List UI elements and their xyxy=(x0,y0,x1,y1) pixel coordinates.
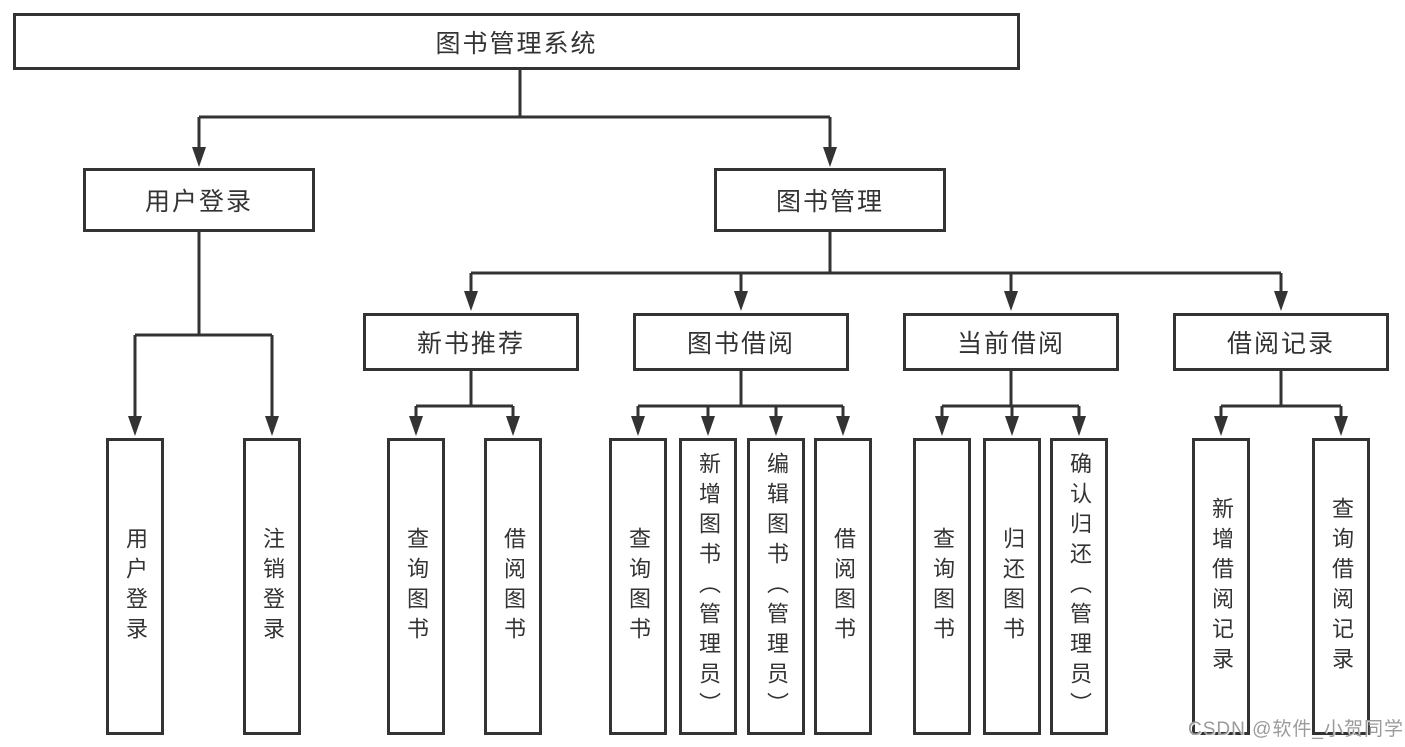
node-borrowing-records-label: 借阅记录 xyxy=(1226,330,1335,358)
leaf-confirm-return-admin: 确认归还（管理员） xyxy=(1050,438,1108,735)
leaf-query-borrow-record-label: 查询借阅记录 xyxy=(1329,496,1354,677)
leaf-borrow-books-borrowing: 借阅图书 xyxy=(814,438,872,735)
leaf-add-borrow-record: 新增借阅记录 xyxy=(1192,438,1250,735)
leaf-add-books-admin-label: 新增图书（管理员） xyxy=(696,451,721,722)
node-user-login: 用户登录 xyxy=(83,168,315,232)
node-root-label: 图书管理系统 xyxy=(435,29,598,58)
leaf-confirm-return-admin-label: 确认归还（管理员） xyxy=(1067,451,1092,722)
leaf-edit-books-admin: 编辑图书（管理员） xyxy=(747,438,805,735)
csdn-watermark: CSDN @软件_小贺同学 xyxy=(1188,719,1404,740)
leaf-borrow-books-recommend-label: 借阅图书 xyxy=(501,526,526,647)
node-book-management-label: 图书管理 xyxy=(775,188,884,216)
leaf-query-books-current-label: 查询图书 xyxy=(930,526,955,647)
node-book-borrowing: 图书借阅 xyxy=(633,313,849,371)
node-new-book-recommendation: 新书推荐 xyxy=(363,313,579,371)
leaf-user-login: 用户登录 xyxy=(106,438,164,735)
node-book-borrowing-label: 图书借阅 xyxy=(686,330,795,358)
leaf-add-books-admin: 新增图书（管理员） xyxy=(679,438,737,735)
leaf-borrow-books-borrowing-label: 借阅图书 xyxy=(831,526,856,647)
node-borrowing-records: 借阅记录 xyxy=(1173,313,1389,371)
leaf-edit-books-admin-label: 编辑图书（管理员） xyxy=(764,451,789,722)
leaf-query-borrow-record: 查询借阅记录 xyxy=(1312,438,1370,735)
node-current-borrowing: 当前借阅 xyxy=(903,313,1119,371)
leaf-logout: 注销登录 xyxy=(243,438,301,735)
leaf-user-login-label: 用户登录 xyxy=(123,526,148,647)
leaf-query-books-current: 查询图书 xyxy=(913,438,971,735)
node-current-borrowing-label: 当前借阅 xyxy=(956,330,1065,358)
leaf-query-books-borrowing-label: 查询图书 xyxy=(626,526,651,647)
leaf-return-books-label: 归还图书 xyxy=(1000,526,1025,647)
leaf-borrow-books-recommend: 借阅图书 xyxy=(484,438,542,735)
leaf-query-books-recommend-label: 查询图书 xyxy=(404,526,429,647)
node-new-book-recommendation-label: 新书推荐 xyxy=(416,330,525,358)
leaf-query-books-recommend: 查询图书 xyxy=(387,438,445,735)
node-user-login-label: 用户登录 xyxy=(144,188,253,216)
leaf-logout-label: 注销登录 xyxy=(260,526,285,647)
leaf-add-borrow-record-label: 新增借阅记录 xyxy=(1209,496,1234,677)
leaf-return-books: 归还图书 xyxy=(983,438,1041,735)
node-root-title: 图书管理系统 xyxy=(13,13,1020,70)
node-book-management: 图书管理 xyxy=(714,168,946,232)
leaf-query-books-borrowing: 查询图书 xyxy=(609,438,667,735)
